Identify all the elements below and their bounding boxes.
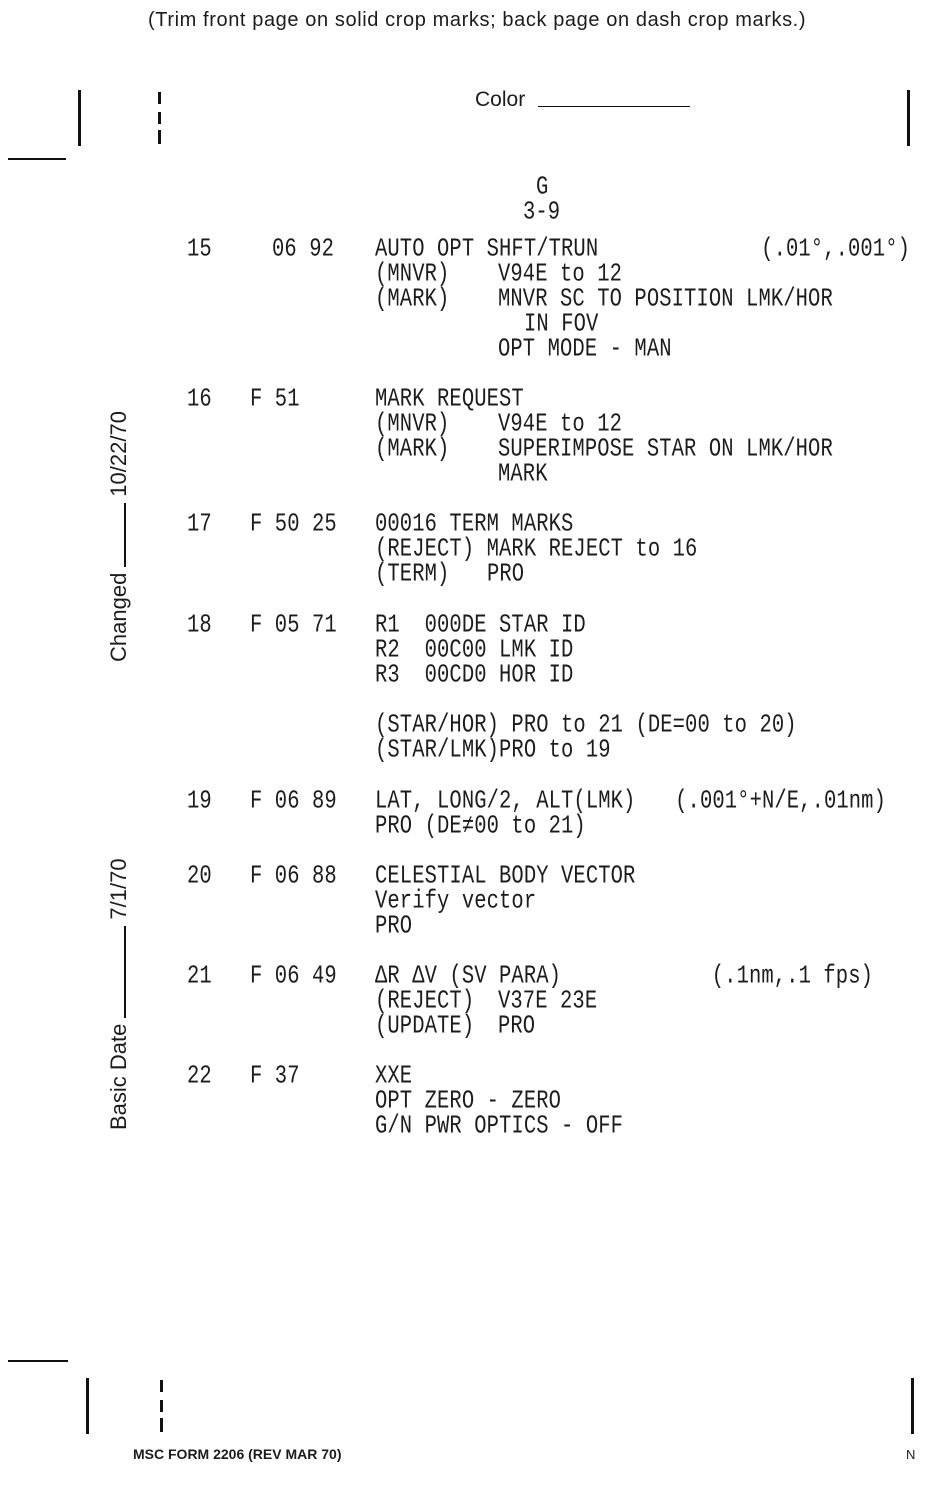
step-display-code: F 06 89: [250, 787, 337, 817]
changed-date-label: Changed 10/22/70: [106, 411, 132, 662]
step-line-label: R1 000DE STAR ID: [375, 611, 586, 641]
step-line-text: PRO: [487, 560, 525, 590]
crop-mark-solid: [78, 90, 81, 146]
form-number: MSC FORM 2206 (REV MAR 70): [133, 1446, 342, 1462]
basic-label: Basic Date: [106, 1023, 131, 1130]
crop-mark-dash: [158, 92, 161, 104]
crop-mark-solid: [911, 1378, 914, 1434]
step-display-code: F 50 25: [250, 510, 337, 540]
step-display-code: 06 92: [272, 235, 335, 265]
step-line-label: (MARK): [375, 285, 450, 315]
section-letter: G: [536, 173, 549, 203]
step-line-label: (REJECT) MARK REJECT to 16: [375, 535, 698, 565]
step-number: 21: [187, 962, 212, 992]
step-line-label: (STAR/LMK)PRO to 19: [375, 736, 611, 766]
step-number: 16: [187, 385, 212, 415]
step-line-text: V94E to 12: [498, 410, 623, 440]
crop-mark-solid: [907, 90, 910, 146]
basic-date: 7/1/70: [106, 858, 131, 920]
step-display-code: F 37: [250, 1062, 300, 1092]
crop-mark-dash: [160, 1380, 163, 1392]
step-line-text: PRO: [498, 1012, 536, 1042]
step-line-label: (MARK): [375, 435, 450, 465]
color-label: Color: [475, 88, 526, 111]
step-number: 22: [187, 1062, 212, 1092]
step-line-text: MARK: [498, 460, 548, 490]
crop-mark-solid: [8, 158, 66, 160]
step-line-label: R3 00CD0 HOR ID: [375, 661, 574, 691]
step-line-text: V37E 23E: [498, 987, 598, 1017]
step-line-continuation: IN FOV: [524, 310, 599, 340]
step-line-label: PRO (DE≠00 to 21): [375, 812, 586, 842]
step-line-label: ΔR ΔV (SV PARA): [375, 962, 562, 992]
changed-label: Changed: [106, 572, 131, 662]
trim-instructions: (Trim front page on solid crop marks; ba…: [148, 9, 807, 31]
step-line-label: OPT ZERO - ZERO: [375, 1087, 562, 1117]
crop-mark-solid: [86, 1378, 89, 1434]
basic-date-label: Basic Date 7/1/70: [106, 858, 132, 1130]
step-line-text: SUPERIMPOSE STAR ON LMK/HOR: [498, 435, 833, 465]
step-line-label: LAT, LONG/2, ALT(LMK): [375, 787, 636, 817]
step-number: 17: [187, 510, 212, 540]
step-number: 18: [187, 611, 212, 641]
crop-mark-dash: [158, 112, 161, 124]
crop-mark-dash: [160, 1400, 163, 1412]
changed-blank-line: [124, 502, 126, 567]
step-line-label: Verify vector: [375, 887, 537, 917]
step-display-code: F 06 88: [250, 862, 337, 892]
changed-date: 10/22/70: [106, 411, 131, 497]
step-number: 19: [187, 787, 212, 817]
step-display-code: F 05 71: [250, 611, 337, 641]
crop-mark-dash: [158, 130, 161, 144]
step-line-label: (REJECT): [375, 987, 475, 1017]
step-line-label: (TERM): [375, 560, 450, 590]
step-line-text: MNVR SC TO POSITION LMK/HOR: [498, 285, 833, 315]
step-line-text: V94E to 12: [498, 260, 623, 290]
step-line-label: PRO: [375, 912, 413, 942]
step-line-label: (STAR/HOR) PRO to 21 (DE=00 to 20): [375, 711, 797, 741]
step-line-label: (MNVR): [375, 410, 450, 440]
step-line-label: AUTO OPT SHFT/TRUN: [375, 235, 599, 265]
step-line-label: R2 00C00 LMK ID: [375, 636, 574, 666]
step-precision-note: (.001°+N/E,.01nm): [675, 787, 886, 817]
step-display-code: F 51: [250, 385, 300, 415]
step-line-label: CELESTIAL BODY VECTOR: [375, 862, 636, 892]
step-number: 20: [187, 862, 212, 892]
step-precision-note: (.1nm,.1 fps): [711, 962, 873, 992]
step-precision-note: (.01°,.001°): [761, 235, 910, 265]
step-line-label: MARK REQUEST: [375, 385, 524, 415]
step-display-code: F 06 49: [250, 962, 337, 992]
step-line-label: 00016 TERM MARKS: [375, 510, 574, 540]
crop-mark-solid: [8, 1360, 68, 1362]
basic-blank-line: [124, 925, 126, 1018]
page-number: 3-9: [523, 198, 561, 228]
color-blank-line: [538, 106, 690, 107]
step-line-label: (UPDATE): [375, 1012, 475, 1042]
step-number: 15: [187, 235, 212, 265]
step-line-label: G/N PWR OPTICS - OFF: [375, 1112, 624, 1142]
corner-mark: N: [906, 1447, 916, 1462]
crop-mark-dash: [160, 1418, 163, 1432]
step-line-label: (MNVR): [375, 260, 450, 290]
step-line-label: XXE: [375, 1062, 413, 1092]
step-line-text: OPT MODE - MAN: [498, 335, 672, 365]
